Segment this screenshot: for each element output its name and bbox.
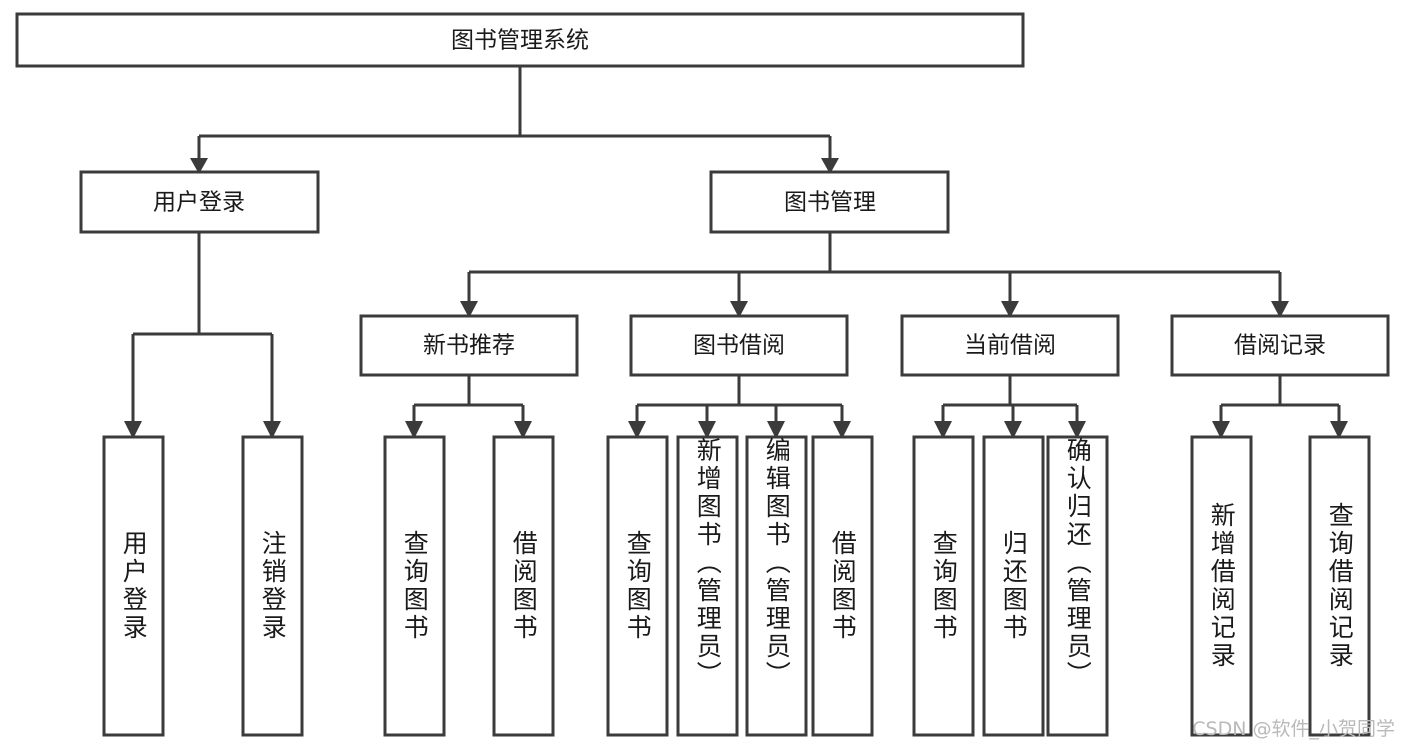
leaf-box-confirm-return-admin[interactable] [1046, 435, 1109, 737]
leaf-box-borrow-book[interactable] [811, 435, 874, 737]
connector-group-book-mgmt [460, 232, 1289, 318]
arrow-book-mgmt-c3 [1001, 301, 1019, 318]
arrow-root-to-book-mgmt [821, 158, 839, 174]
node-book-borrow-box[interactable] [629, 314, 849, 377]
connector-group-borrow-record [1212, 375, 1348, 439]
arrow-user-login-child1 [124, 421, 142, 439]
leaf-box-return-book[interactable] [982, 435, 1045, 737]
arrow-root-to-user-login [190, 158, 208, 174]
node-new-book-recommend-label: 新书推荐 [423, 333, 515, 359]
leaf-box-add-borrow-record[interactable] [1190, 435, 1253, 737]
arrow-borrow-book-c4 [833, 421, 851, 439]
connector-group-user-login [124, 232, 281, 439]
arrow-current-borrow-c1 [934, 421, 952, 439]
node-borrow-record-label: 借阅记录 [1234, 333, 1326, 359]
node-book-borrow-label: 图书借阅 [693, 333, 785, 359]
node-book-borrow[interactable]: 图书借阅 [629, 314, 849, 377]
connector-group-root [190, 66, 839, 174]
node-borrow-record-box[interactable] [1170, 314, 1390, 377]
arrow-current-borrow-c2 [1004, 421, 1022, 439]
node-new-book-recommend[interactable]: 新书推荐 [359, 314, 579, 377]
node-user-login-box[interactable] [79, 170, 320, 234]
node-root-system-box[interactable] [15, 12, 1025, 68]
node-book-management-label: 图书管理 [784, 190, 876, 216]
leaf-box-borrow-book-new[interactable] [492, 435, 555, 737]
arrow-new-book-c1 [405, 421, 423, 439]
leaf-box-query-book-current[interactable] [912, 435, 975, 737]
arrow-user-login-child2 [263, 421, 281, 439]
leaf-box-user-login[interactable] [102, 435, 165, 737]
leaf-box-query-book-new[interactable] [383, 435, 446, 737]
node-book-management-box[interactable] [709, 170, 950, 234]
arrow-new-book-c2 [514, 421, 532, 439]
node-book-management[interactable]: 图书管理 [709, 170, 950, 234]
leaf-boxes [102, 435, 1371, 737]
arrow-borrow-book-c1 [628, 421, 646, 439]
connector-group-new-book [405, 375, 532, 439]
connector-group-borrow-book [628, 375, 851, 439]
arrow-current-borrow-c3 [1068, 421, 1086, 439]
node-current-borrow-box[interactable] [900, 314, 1120, 377]
leaf-box-add-book-admin[interactable] [676, 435, 739, 737]
node-user-login[interactable]: 用户登录 [79, 170, 320, 234]
arrow-book-mgmt-c1 [460, 301, 478, 318]
node-root-system-label: 图书管理系统 [451, 28, 589, 54]
arrow-borrow-record-c1 [1212, 421, 1230, 439]
node-new-book-recommend-box[interactable] [359, 314, 579, 377]
leaf-box-logout[interactable] [241, 435, 304, 737]
arrow-borrow-record-c2 [1330, 421, 1348, 439]
node-current-borrow-label: 当前借阅 [964, 333, 1056, 359]
arrow-book-mgmt-c2 [730, 301, 748, 318]
arrow-borrow-book-c2 [698, 421, 716, 439]
node-root-system[interactable]: 图书管理系统 [15, 12, 1025, 68]
node-current-borrow[interactable]: 当前借阅 [900, 314, 1120, 377]
leaf-box-edit-book-admin[interactable] [745, 435, 808, 737]
connector-group-current-borrow [934, 375, 1086, 439]
arrow-borrow-book-c3 [767, 421, 785, 439]
leaf-box-query-book-borrow[interactable] [606, 435, 669, 737]
node-borrow-record[interactable]: 借阅记录 [1170, 314, 1390, 377]
node-user-login-label: 用户登录 [153, 190, 245, 216]
leaf-box-query-borrow-record[interactable] [1308, 435, 1371, 737]
arrow-book-mgmt-c4 [1271, 301, 1289, 318]
